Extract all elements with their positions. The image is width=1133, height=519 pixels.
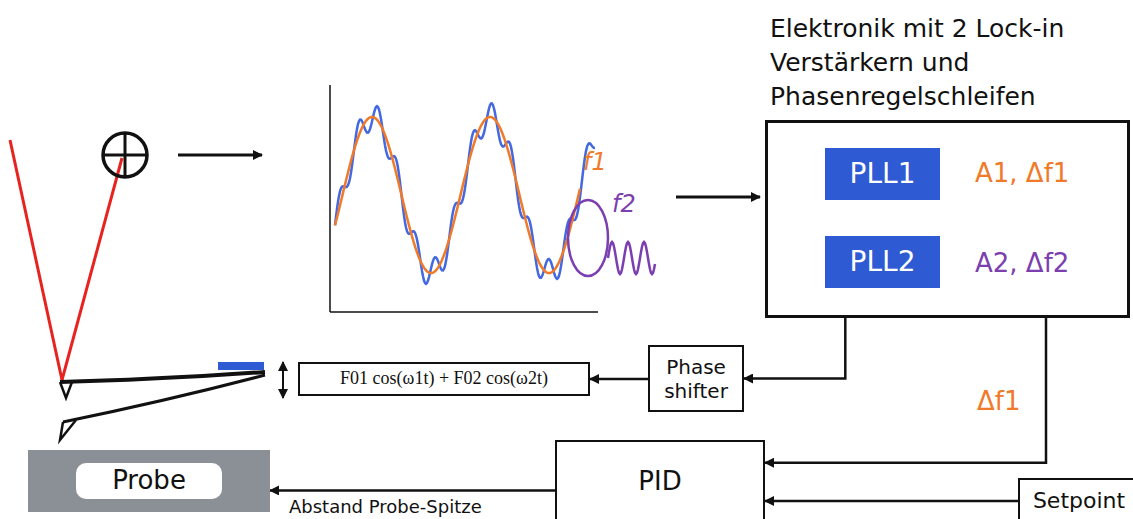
connector	[765, 318, 1046, 463]
plot-axis	[330, 311, 598, 313]
cantilever	[60, 372, 265, 382]
laser-beam	[62, 158, 122, 380]
process-box: F01 cos(ω1t) + F02 cos(ω2t)	[298, 362, 590, 396]
cantilever-tip	[60, 382, 72, 398]
connector	[765, 500, 1018, 503]
signal-label: A1, Δf1	[975, 158, 1069, 188]
process-box: Setpoint	[1018, 478, 1133, 519]
signal-arrow	[178, 154, 262, 157]
sample-band: Probe	[28, 450, 270, 512]
box-label: F01 cos(ω1t) + F02 cos(ω2t)	[340, 368, 548, 390]
box-label: PLL1	[850, 157, 916, 191]
box-label: PID	[638, 466, 681, 497]
process-box: PID	[555, 440, 765, 519]
signal-label: f1	[583, 148, 607, 176]
photodiode-cross	[103, 154, 147, 157]
electronics-box: Elektronik mit 2 Lock-in Verstärkern und…	[765, 120, 1130, 318]
laser-beam	[10, 140, 62, 380]
edge-label: Abstand Probe-Spitze	[287, 496, 484, 517]
photodiode	[103, 133, 147, 177]
signal-label: A2, Δf2	[975, 248, 1069, 278]
box-label: PLL2	[850, 245, 916, 279]
cantilever-tip	[60, 420, 76, 440]
box-heading: Elektronik mit 2 Lock-in Verstärkern und…	[770, 12, 1133, 114]
process-box: Phase shifter	[648, 345, 744, 412]
plot-axis	[329, 85, 331, 312]
fundamental-wave	[335, 117, 580, 273]
edge-label: Δf1	[975, 386, 1022, 416]
process-box: PLL2	[825, 236, 940, 288]
highlight-circle	[568, 200, 608, 276]
connector	[590, 378, 648, 381]
box-label: Probe	[76, 463, 222, 498]
process-box: PLL1	[825, 148, 940, 200]
harmonic-wave	[608, 242, 655, 274]
signal-wave	[335, 104, 595, 284]
piezo	[218, 362, 264, 370]
connector	[744, 318, 845, 379]
signal-arrow	[676, 196, 760, 199]
box-label: Phase shifter	[650, 355, 742, 403]
signal-label: f2	[612, 190, 636, 218]
cantilever-deflected	[63, 375, 265, 422]
connector	[270, 489, 555, 492]
oscillation-arrow	[282, 362, 284, 398]
box-label: Setpoint	[1033, 488, 1125, 514]
